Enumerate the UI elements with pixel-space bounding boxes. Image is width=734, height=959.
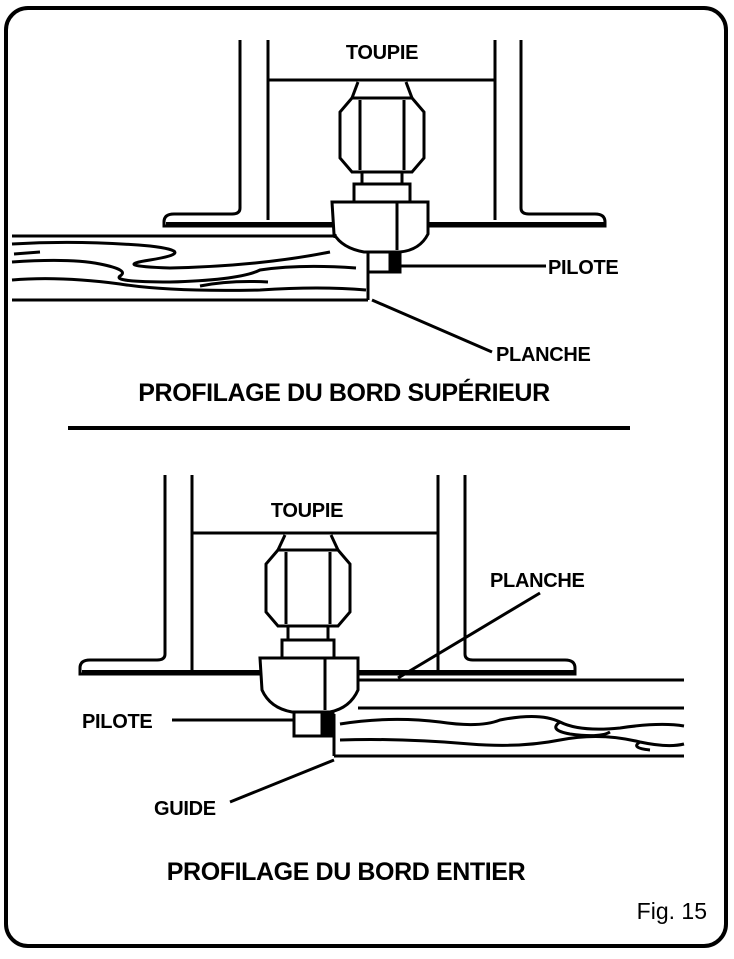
router-label-top: TOUPIE [346, 42, 418, 64]
router-base-plate-shadow-bottom-right [356, 670, 574, 675]
board-label-top: PLANCHE [496, 344, 591, 366]
router-base-plate-shadow-bottom [82, 670, 264, 675]
board-label-bottom: PLANCHE [490, 570, 585, 592]
guide-board-bottom [332, 714, 685, 758]
board-top [11, 234, 370, 302]
collet-nut-top [338, 81, 426, 204]
top-diagram: TOUPIE PILOTE PLANCHE PROFILAGE DU BORD … [11, 40, 619, 407]
router-base-top [162, 40, 607, 228]
board-bottom [358, 678, 684, 710]
leader-lines-top [371, 264, 546, 354]
leader-lines-bottom [172, 591, 541, 804]
collet-nut-bottom [264, 534, 352, 660]
router-bit-top [330, 200, 430, 274]
section-title-top: PROFILAGE DU BORD SUPÉRIEUR [138, 378, 550, 407]
bottom-diagram: TOUPIE PLANCHE PILOTE GUIDE PROFILAGE DU… [78, 475, 685, 886]
figure-frame [4, 6, 728, 948]
section-title-bottom: PROFILAGE DU BORD ENTIER [167, 858, 526, 886]
guide-label-bottom: GUIDE [154, 798, 216, 820]
figure-number: Fig. 15 [637, 898, 707, 924]
pilot-label-top: PILOTE [548, 257, 618, 279]
router-bit-bottom [258, 656, 360, 738]
router-label-bottom: TOUPIE [271, 500, 343, 522]
pilot-label-bottom: PILOTE [82, 711, 152, 733]
router-base-bottom [78, 475, 577, 676]
